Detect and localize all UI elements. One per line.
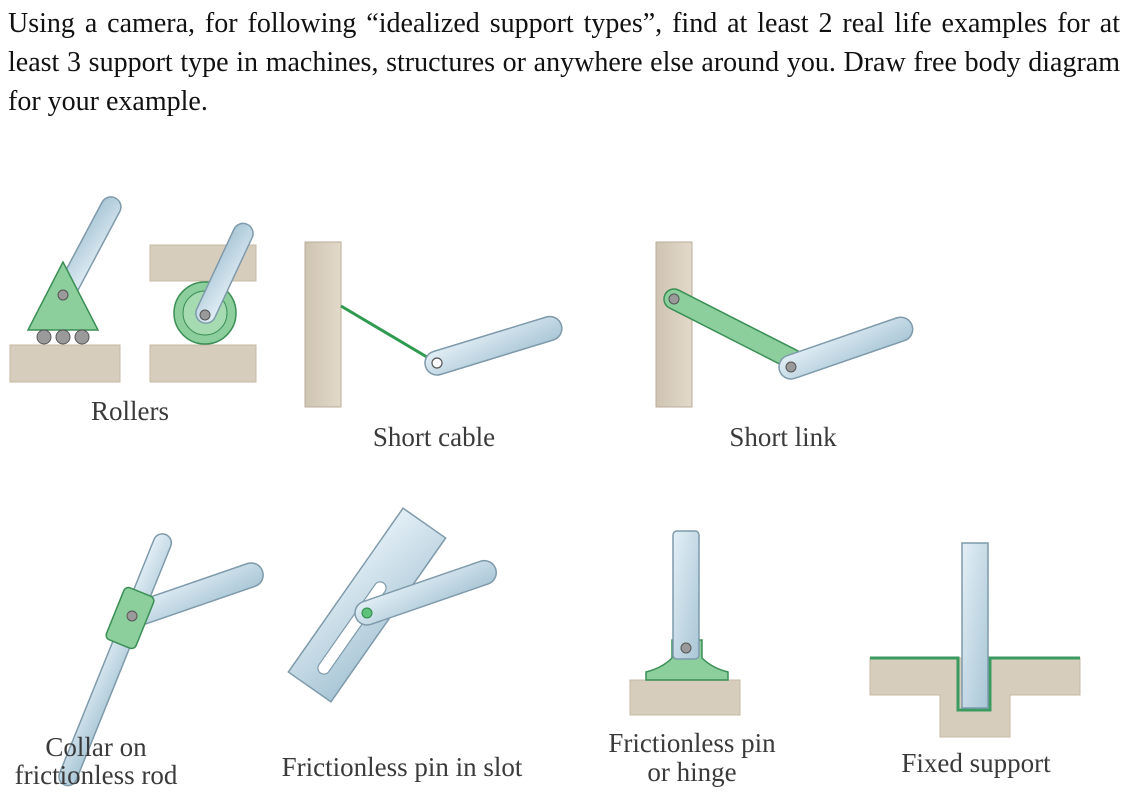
member-bar: [354, 559, 497, 626]
ground-block: [149, 344, 257, 383]
wall: [304, 241, 342, 408]
ground-block: [9, 344, 121, 383]
caption-short-link: Short link: [729, 422, 837, 452]
roller-wheel: [74, 329, 90, 345]
fixed-socket: [870, 656, 1080, 712]
pin-in-slot-diagram: [287, 507, 497, 703]
member-bar: [961, 542, 989, 709]
member-bar: [424, 315, 563, 376]
ground-block: [629, 679, 741, 716]
caption-rollers: Rollers: [91, 396, 169, 426]
roller-wheel: [36, 329, 52, 345]
rollers-diagram: [9, 196, 257, 383]
fixed-support-diagram: [869, 542, 1081, 738]
member-bar: [672, 530, 700, 660]
pin: [431, 357, 443, 369]
caption-pin-hinge-line2: or hinge: [647, 757, 736, 787]
pin: [126, 610, 138, 622]
member-bar: [778, 316, 914, 380]
short-cable-diagram: [304, 241, 563, 408]
caption-pin-in-slot: Frictionless pin in slot: [282, 752, 523, 782]
pin: [57, 289, 69, 301]
wall: [655, 241, 693, 408]
collar-diagram: [58, 533, 264, 787]
pin: [668, 293, 680, 305]
caption-pin-hinge-line1: Frictionless pin: [608, 728, 776, 758]
roller-wheel: [55, 329, 71, 345]
pin-hinge-diagram: [629, 530, 741, 716]
pin: [361, 607, 373, 619]
hinge-bracket: [645, 639, 729, 681]
pin: [680, 642, 692, 654]
caption-collar-line1: Collar on: [45, 732, 147, 762]
member-bar: [195, 222, 254, 324]
caption-fixed-support: Fixed support: [901, 748, 1051, 778]
cable: [340, 304, 438, 365]
pin: [785, 361, 797, 373]
caption-collar-line2: frictionless rod: [15, 760, 178, 790]
short-link-diagram: [655, 241, 914, 408]
caption-short-cable: Short cable: [373, 422, 495, 452]
instructions-text: Using a camera, for following “idealized…: [8, 8, 1120, 117]
pin: [199, 309, 211, 321]
